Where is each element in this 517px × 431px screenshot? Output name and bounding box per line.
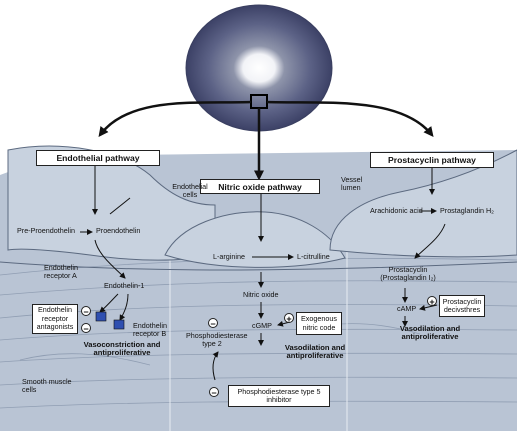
endothelin-1-label: Endothelin-1: [104, 281, 145, 290]
pathway-arrows: [80, 165, 446, 381]
prostacyclin-pathway-box: Prostacyclin pathway: [370, 152, 494, 168]
prostacyclin-derivatives-plus: +: [427, 296, 437, 307]
nitric-oxide-label: Nitric oxide: [243, 290, 279, 299]
pre-proendothelin-label: Pre-Proendothelin: [17, 226, 75, 235]
pde5-inhibitor-box: Phosphodiesterase type 5 inhibitor: [228, 385, 330, 407]
pde5-minus: −: [209, 387, 219, 398]
endothelial-cells-label: Endothelial cells: [172, 182, 208, 200]
exogenous-no-plus: +: [284, 313, 294, 324]
no-vasodilation-label: Vasodilation and antiproliferative: [284, 343, 346, 361]
proendothelin-label: Proendothelin: [96, 226, 141, 235]
endothelin-receptor-b-label: Endothelin receptor B: [133, 321, 167, 339]
arachidonic-acid-label: Arachidonic acid: [370, 206, 423, 215]
vessel-lumen-label: Vessel lumen: [341, 175, 363, 193]
smooth-muscle-cells-label: Smooth muscle cells: [22, 377, 72, 395]
endothelial-cell-right: [329, 149, 517, 258]
antagonist-minus-a: −: [81, 306, 91, 317]
exogenous-nitric-oxide-box: Exogenous nitric code: [296, 312, 342, 335]
endothelial-pathway-box: Endothelial pathway: [36, 150, 160, 166]
endothelin-receptor-antagonists-box: Endothelin receptor antagonists: [32, 304, 78, 334]
cgmp-label: cGMP: [252, 321, 272, 330]
antagonist-minus-b: −: [81, 323, 91, 334]
pde2-minus: −: [208, 318, 218, 329]
section-dividers: [169, 245, 348, 431]
l-arginine-label: L-arginine: [213, 252, 245, 261]
receptor-markers: [95, 311, 125, 330]
phosphodiesterase-type-2-label: Phosphodiesterase type 2: [186, 331, 248, 349]
nitric-oxide-pathway-box: Nitric oxide pathway: [200, 179, 320, 194]
l-citrulline-label: L-citrulline: [297, 252, 330, 261]
camp-label: cAMP: [397, 304, 417, 313]
connector-arrows: [98, 100, 434, 181]
endothelial-cell-center: [164, 211, 346, 268]
endothelin-receptor-a-label: Endothelin receptor A: [44, 263, 78, 281]
prostacyclin-derivatives-box: Prostacyclin decivsthres: [439, 295, 485, 317]
prostacyclin-label: Prostacyclin (Prostaglandin I₂): [380, 265, 436, 283]
prostacyclin-vasodilation-label: Vasodilation and antiproliferative: [399, 324, 461, 342]
vasoconstriction-label: Vasoconstriction and antiproliferative: [83, 340, 161, 358]
prostaglandin-h2-label: Prostaglandin H₂: [440, 206, 494, 215]
